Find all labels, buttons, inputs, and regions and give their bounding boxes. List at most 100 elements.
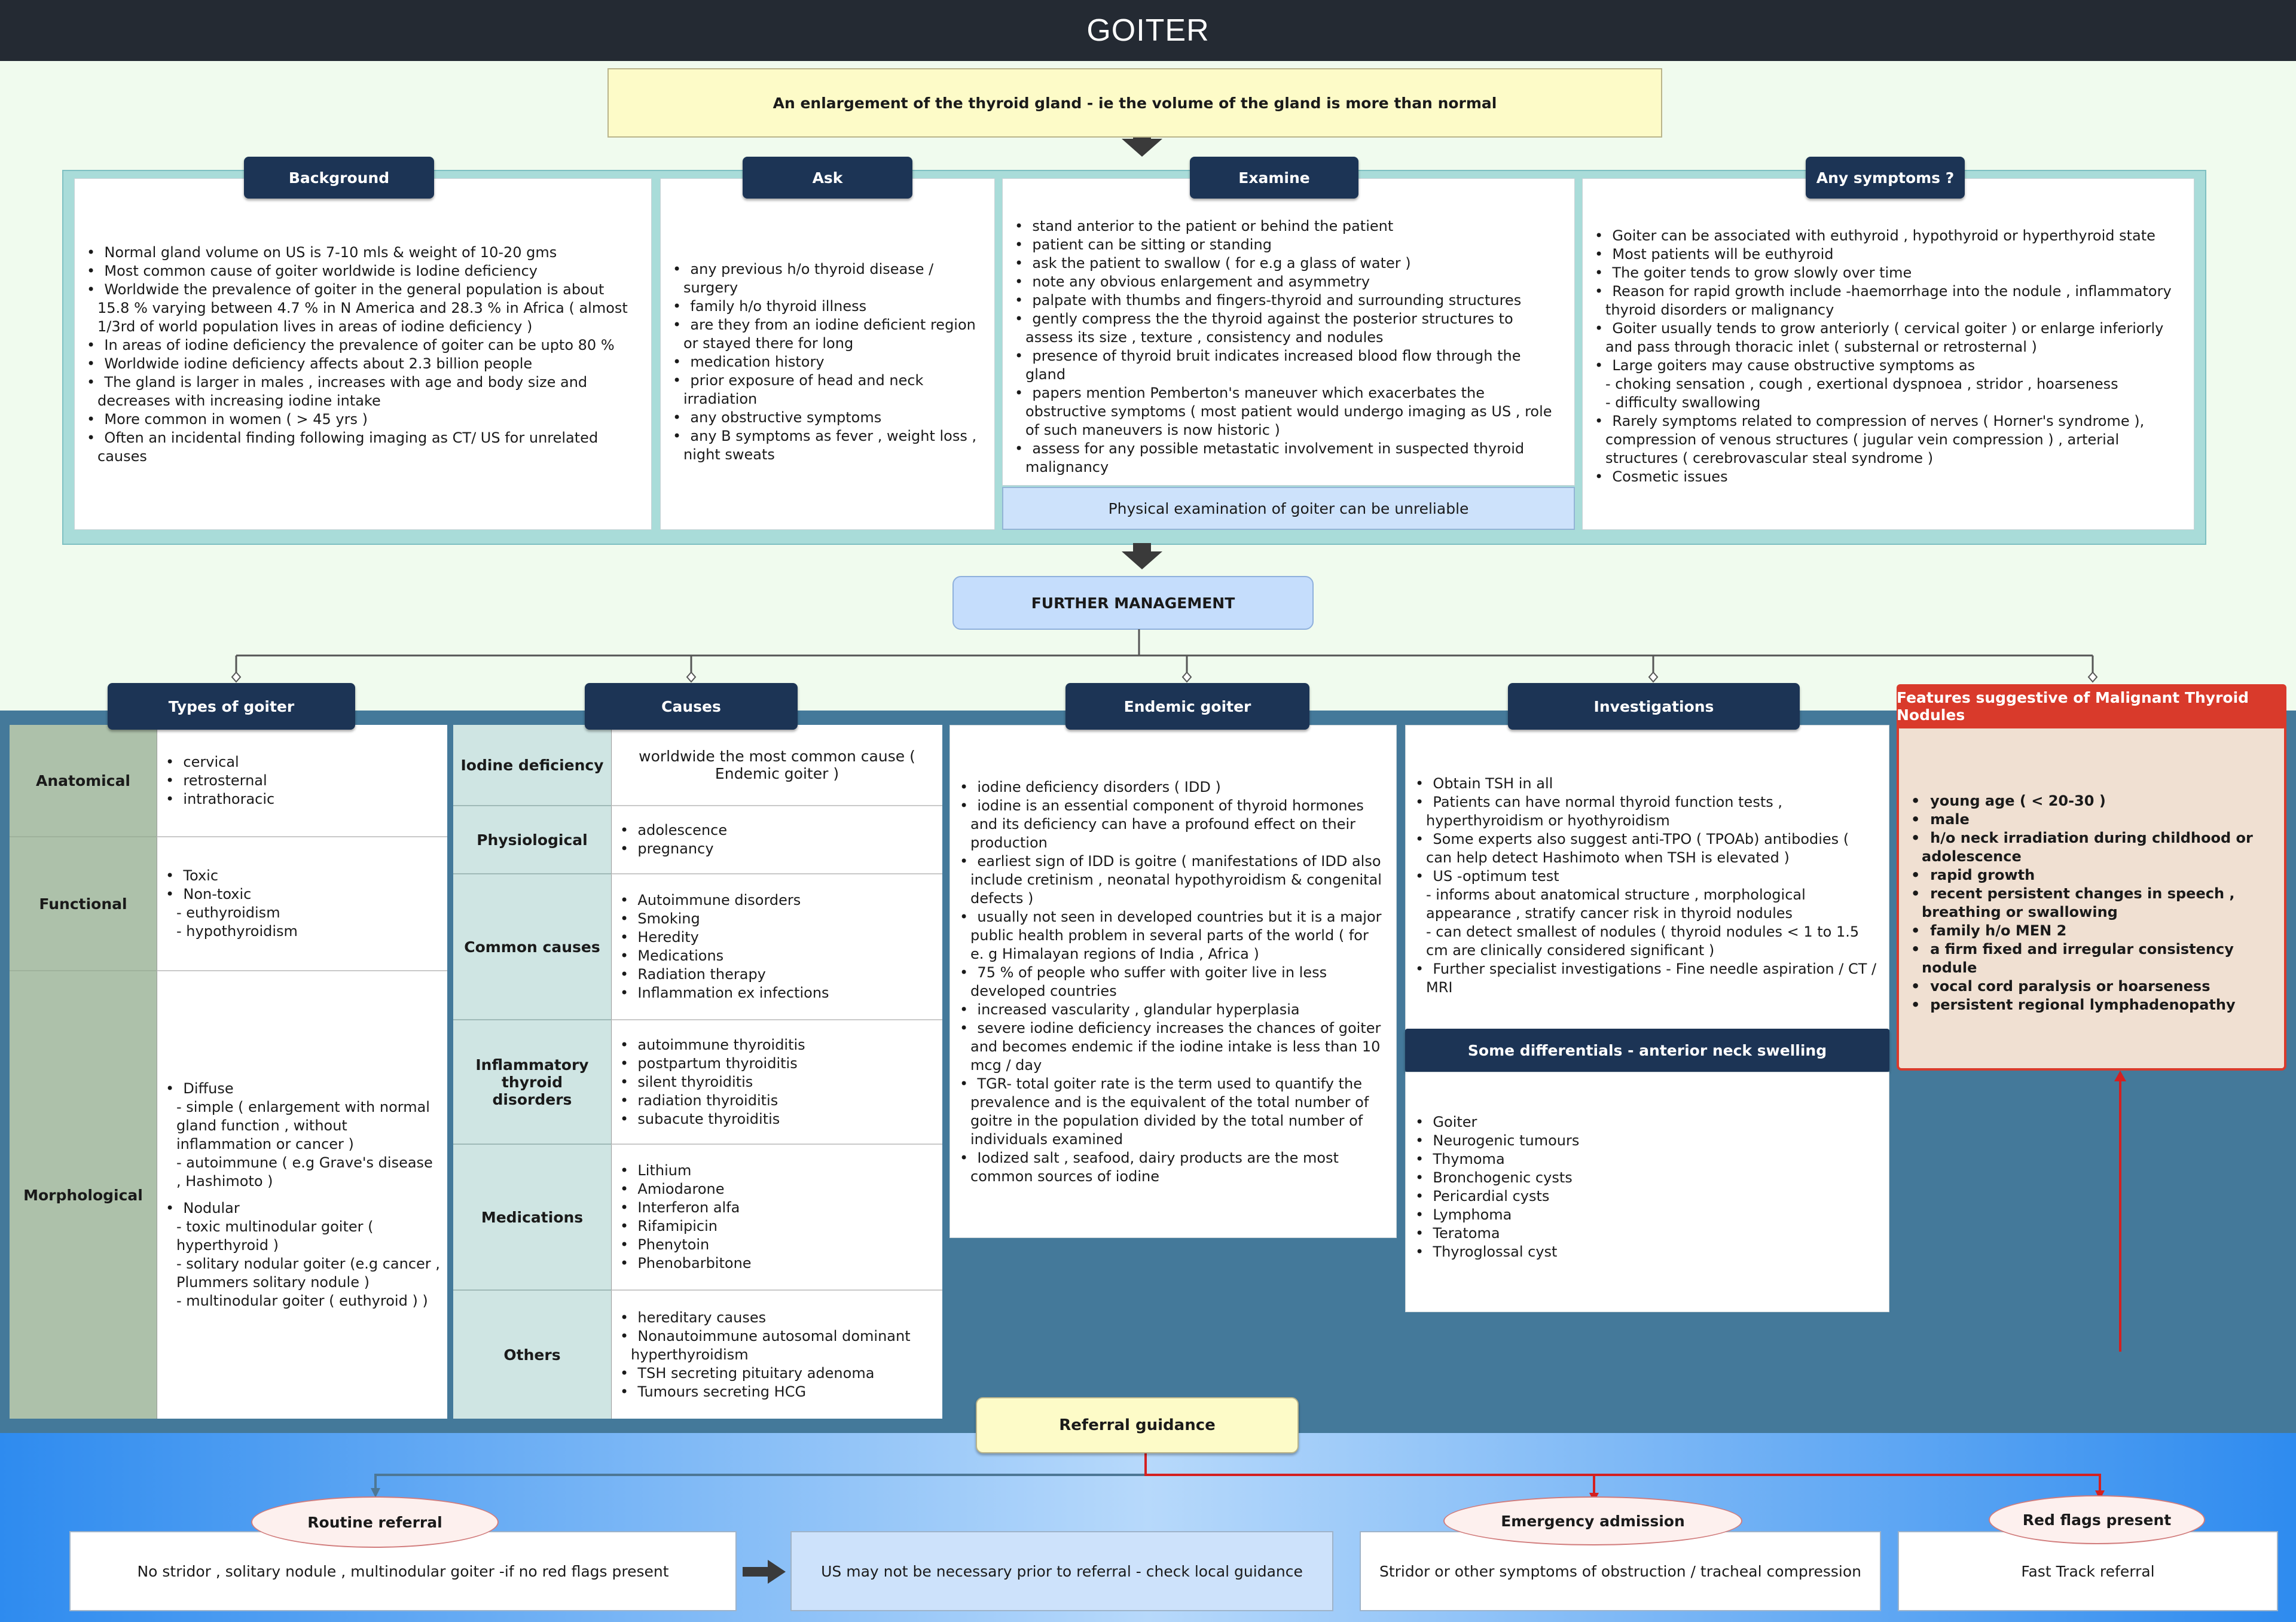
arrow-stem: [1133, 138, 1151, 146]
list-item: Non-toxic: [166, 885, 298, 904]
list-item: - choking sensation , cough , exertional…: [1605, 376, 2118, 392]
types-row-anatomical: Anatomical cervicalretrosternalintrathor…: [10, 725, 447, 837]
arrow-stem: [1133, 543, 1151, 553]
tree-connectors: [231, 629, 2098, 683]
causes-row: Iodine deficiency worldwide the most com…: [453, 725, 942, 806]
list-item: any obstructive symptoms: [673, 408, 987, 427]
causes-header: Causes: [585, 683, 798, 730]
causes-row-label: Medications: [453, 1145, 611, 1291]
list-item: Neurogenic tumours: [1415, 1132, 1877, 1150]
list-item: family h/o thyroid illness: [673, 297, 987, 316]
list-item: male: [1911, 810, 2270, 829]
list-item: stand anterior to the patient or behind …: [1015, 217, 1562, 236]
examine-note: Physical examination of goiter can be un…: [1002, 487, 1575, 530]
examine-header: Examine: [1190, 157, 1358, 199]
investigations-header: Investigations: [1508, 683, 1800, 730]
list-item: rapid growth: [1911, 866, 2270, 885]
types-row-label: Functional: [10, 837, 157, 971]
list-item: US -optimum test: [1415, 867, 1877, 886]
list-item: - simple ( enlargement with normal gland…: [176, 1099, 430, 1153]
types-header: Types of goiter: [108, 683, 355, 730]
list-item: are they from an iodine deficient region…: [673, 316, 987, 353]
ask-panel: any previous h/o thyroid disease / surge…: [660, 178, 995, 530]
background-panel: Normal gland volume on US is 7-10 mls & …: [74, 178, 652, 530]
list-item: Smoking: [620, 910, 829, 928]
list-item: assess for any possible metastatic invol…: [1015, 440, 1562, 477]
list-item: iodine is an essential component of thyr…: [960, 797, 1385, 852]
investigations-list: Obtain TSH in allPatients can have norma…: [1406, 725, 1889, 997]
list-item: a firm fixed and irregular consistency n…: [1911, 940, 2270, 977]
list-item: silent thyroiditis: [620, 1073, 805, 1092]
list-item: adolescence: [620, 821, 727, 840]
list-item: - can detect smallest of nodules ( thyro…: [1426, 923, 1860, 959]
list-item: - informs about anatomical structure , m…: [1426, 886, 1806, 922]
list-item: Lithium: [620, 1161, 752, 1180]
malignant-list: young age ( < 20-30 )maleh/o neck irradi…: [1899, 687, 2284, 1014]
list-item: recent persistent changes in speech , br…: [1911, 885, 2270, 922]
types-row-functional: Functional ToxicNon-toxic- euthyroidism-…: [10, 837, 447, 971]
list-item: iodine deficiency disorders ( IDD ): [960, 778, 1385, 797]
list-item: earliest sign of IDD is goitre ( manifes…: [960, 852, 1385, 908]
malignant-panel: young age ( < 20-30 )maleh/o neck irradi…: [1897, 684, 2286, 1071]
list-item: Rarely symptoms related to compression o…: [1595, 412, 2182, 468]
list-item: presence of thyroid bruit indicates incr…: [1015, 347, 1562, 384]
list-item: Nonautoimmune autosomal dominant hyperth…: [620, 1327, 936, 1364]
list-item: retrosternal: [166, 772, 274, 790]
types-row-list: ToxicNon-toxic- euthyroidism- hypothyroi…: [157, 867, 298, 941]
examine-panel: stand anterior to the patient or behind …: [1002, 178, 1575, 486]
list-item: Interferon alfa: [620, 1199, 752, 1217]
list-item: Medications: [620, 947, 829, 965]
types-table: Anatomical cervicalretrosternalintrathor…: [10, 725, 447, 1419]
list-item: Amiodarone: [620, 1180, 752, 1199]
list-item: Inflammation ex infections: [620, 984, 829, 1002]
endemic-list: iodine deficiency disorders ( IDD )iodin…: [950, 725, 1396, 1186]
list-item: Some experts also suggest anti-TPO ( TPO…: [1415, 830, 1877, 867]
list-item: Cosmetic issues: [1595, 468, 2182, 486]
causes-row-list: autoimmune thyroiditispostpartum thyroid…: [612, 1036, 805, 1129]
endemic-panel: iodine deficiency disorders ( IDD )iodin…: [949, 725, 1397, 1238]
emergency-admission-label: Emergency admission: [1443, 1496, 1742, 1545]
causes-row-text: worldwide the most common cause ( Endemi…: [611, 725, 942, 806]
list-item: Most common cause of goiter worldwide is…: [87, 262, 636, 281]
red-flags-label: Red flags present: [1989, 1495, 2205, 1544]
list-item: young age ( < 20-30 ): [1911, 792, 2270, 810]
list-item: Lymphoma: [1415, 1206, 1877, 1224]
list-item: Radiation therapy: [620, 965, 829, 984]
types-row-label: Anatomical: [10, 725, 157, 837]
list-item: any B symptoms as fever , weight loss , …: [673, 427, 987, 464]
list-item: Goiter can be associated with euthyroid …: [1595, 227, 2182, 245]
list-item: any previous h/o thyroid disease / surge…: [673, 260, 987, 297]
list-item: gently compress the the thyroid against …: [1015, 310, 1562, 347]
list-item: Autoimmune disorders: [620, 891, 829, 910]
causes-row: Medications LithiumAmiodaroneInterferon …: [453, 1145, 942, 1291]
list-item: patient can be sitting or standing: [1015, 236, 1562, 254]
list-item: Tumours secreting HCG: [620, 1383, 936, 1401]
types-row-label: Morphological: [10, 971, 157, 1419]
list-item: Heredity: [620, 928, 829, 947]
list-item: The gland is larger in males , increases…: [87, 373, 636, 410]
referral-guidance-box: Referral guidance: [976, 1397, 1299, 1453]
causes-row-list: adolescencepregnancy: [612, 821, 727, 858]
list-item: Reason for rapid growth include -haemorr…: [1595, 282, 2182, 319]
list-item: - difficulty swallowing: [1605, 394, 1761, 411]
arrow-right-icon: [743, 1560, 786, 1584]
list-item: Most patients will be euthyroid: [1595, 245, 2182, 264]
causes-row-list: LithiumAmiodaroneInterferon alfaRifamipi…: [612, 1161, 752, 1273]
list-item: family h/o MEN 2: [1911, 922, 2270, 940]
list-item: 75 % of people who suffer with goiter li…: [960, 964, 1385, 1001]
list-item: usually not seen in developed countries …: [960, 908, 1385, 964]
malignant-header: Features suggestive of Malignant Thyroid…: [1897, 684, 2286, 728]
list-item: severe iodine deficiency increases the c…: [960, 1019, 1385, 1075]
list-item: - autoimmune ( e.g Grave's disease , Has…: [176, 1154, 433, 1190]
causes-row-label: Physiological: [453, 806, 611, 874]
list-item: prior exposure of head and neck irradiat…: [673, 371, 987, 408]
list-item: postpartum thyroiditis: [620, 1054, 805, 1073]
examine-list: stand anterior to the patient or behind …: [1003, 179, 1574, 477]
list-item: Thymoma: [1415, 1150, 1877, 1169]
list-item: Goiter usually tends to grow anteriorly …: [1595, 319, 2182, 356]
list-item: - solitary nodular goiter (e.g cancer , …: [176, 1255, 440, 1291]
list-item: Patients can have normal thyroid functio…: [1415, 793, 1877, 830]
list-item: The goiter tends to grow slowly over tim…: [1595, 264, 2182, 282]
list-item: Phenytoin: [620, 1236, 752, 1254]
causes-row-label: Inflammatory thyroid disorders: [453, 1020, 611, 1145]
